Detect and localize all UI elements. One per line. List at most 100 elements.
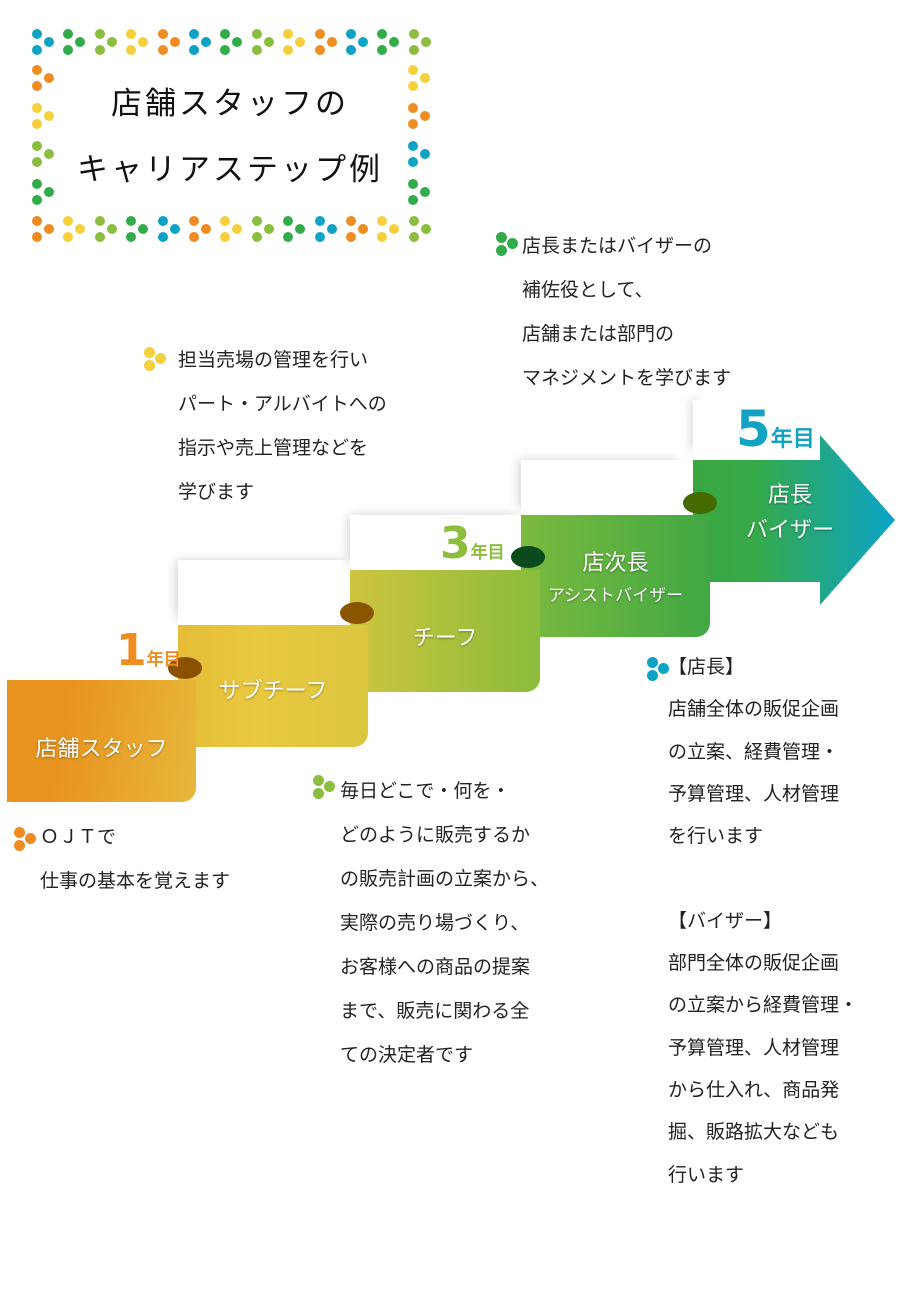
frame-dot — [408, 195, 418, 205]
bullet-dot — [647, 670, 658, 681]
description-vice-manager: 店長またはバイザーの補佐役として、店舗または部門のマネジメントを学びます — [522, 224, 731, 400]
frame-dot — [377, 45, 388, 55]
description-line: 予算管理、人材管理 — [668, 1036, 840, 1059]
bullet-dot — [144, 360, 155, 371]
step-chief: チーフ — [350, 570, 540, 692]
frame-dot — [157, 216, 168, 226]
frame-dot — [94, 216, 105, 226]
frame-dot — [94, 45, 105, 55]
step-fold-2 — [168, 657, 202, 679]
bullet-dot — [313, 788, 324, 799]
frame-dot — [251, 45, 262, 55]
step-chief-label: チーフ — [412, 626, 478, 651]
bullet-dot — [507, 238, 518, 249]
frame-dot — [389, 224, 400, 234]
frame-dot — [157, 45, 168, 55]
description-line: 部門全体の販促企画 — [668, 952, 840, 975]
step-vice-sub: アシストバイザー — [547, 586, 684, 606]
frame-dot — [157, 232, 168, 242]
frame-dot — [408, 65, 418, 75]
description-line: から仕入れ、商品発 — [668, 1078, 840, 1101]
frame-dot — [63, 45, 74, 55]
step-staff: 店舗スタッフ — [7, 680, 196, 802]
frame-dot — [314, 45, 325, 55]
bullet-dot — [25, 833, 36, 844]
frame-dot — [32, 103, 42, 113]
frame-dot — [201, 224, 211, 234]
frame-dot — [32, 179, 42, 189]
frame-dot — [32, 216, 42, 226]
description-line: 【バイザー】 — [668, 909, 783, 932]
frame-dot — [189, 216, 199, 226]
description-line: の販売計画の立案から、 — [340, 868, 550, 890]
frame-dot — [94, 29, 105, 39]
frame-dot — [408, 232, 419, 242]
frame-dot — [377, 232, 388, 242]
frame-dot — [283, 45, 294, 55]
frame-dot — [326, 224, 337, 234]
step-fold-4 — [511, 546, 545, 568]
frame-dot — [75, 37, 86, 47]
frame-dot — [377, 29, 388, 39]
step-manager-label: 店長 — [767, 483, 812, 508]
description-line: 予算管理、人材管理 — [668, 782, 840, 805]
frame-dot — [32, 81, 42, 91]
description-staff: ＯＪＴで仕事の基本を覚えます — [40, 815, 230, 903]
bullet-dots-icon — [496, 232, 522, 258]
frame-dot — [408, 119, 418, 129]
frame-dot — [358, 37, 368, 47]
description-line — [668, 857, 858, 899]
frame-dot — [169, 37, 180, 47]
year-5-label: 5年目 — [736, 400, 815, 458]
frame-dot — [169, 224, 180, 234]
description-line: の立案から経費管理・ — [668, 994, 859, 1017]
frame-dot — [326, 37, 337, 47]
frame-dot — [408, 103, 418, 113]
bullet-dot — [496, 245, 507, 256]
frame-dot — [420, 73, 430, 83]
frame-dot — [420, 187, 430, 197]
frame-dot — [220, 216, 231, 226]
frame-dot — [126, 29, 137, 39]
bullet-dot — [14, 840, 25, 851]
frame-dot — [220, 45, 231, 55]
frame-dot — [283, 29, 294, 39]
frame-dot — [251, 216, 262, 226]
frame-dot — [201, 37, 211, 47]
step-manager-sub: バイザー — [745, 518, 834, 543]
step-manager: 店長 バイザー — [700, 478, 880, 548]
year-unit: 年目 — [146, 650, 181, 670]
frame-dot — [408, 216, 419, 226]
description-line: パート・アルバイトへの — [178, 393, 387, 415]
frame-dot — [44, 224, 54, 234]
year-unit: 年目 — [470, 543, 505, 563]
year-number: 1 — [116, 625, 147, 676]
bullet-dot — [313, 775, 324, 786]
year-number: 3 — [440, 518, 471, 569]
frame-dot — [32, 65, 42, 75]
description-line: 実際の売り場づくり、 — [340, 912, 530, 934]
frame-dot — [189, 29, 199, 39]
description-line: マネジメントを学びます — [522, 367, 732, 389]
description-chief: 毎日どこで・何を・どのように販売するかの販売計画の立案から、実際の売り場づくり、… — [340, 769, 549, 1077]
frame-dot — [251, 232, 262, 242]
bullet-dot — [144, 347, 155, 358]
step-riser-4 — [521, 460, 691, 520]
step-manager-arrow — [693, 435, 895, 605]
frame-dot — [126, 232, 137, 242]
description-line: 毎日どこで・何を・ — [340, 780, 511, 802]
frame-dot — [263, 224, 274, 234]
frame-dot — [189, 232, 199, 242]
title-line-2: キャリアステップ例 — [77, 152, 383, 188]
frame-dot — [420, 224, 431, 234]
year-1-label: 1年目 — [116, 625, 181, 676]
frame-dot — [314, 29, 325, 39]
title-line-1: 店舗スタッフの — [111, 86, 349, 122]
description-line: 担当売場の管理を行い — [178, 349, 369, 371]
frame-dot — [44, 37, 54, 47]
frame-dot — [220, 29, 231, 39]
description-line: 仕事の基本を覚えます — [40, 870, 231, 892]
description-line: 学びます — [178, 481, 255, 503]
description-line: まで、販売に関わる全 — [340, 1000, 530, 1022]
